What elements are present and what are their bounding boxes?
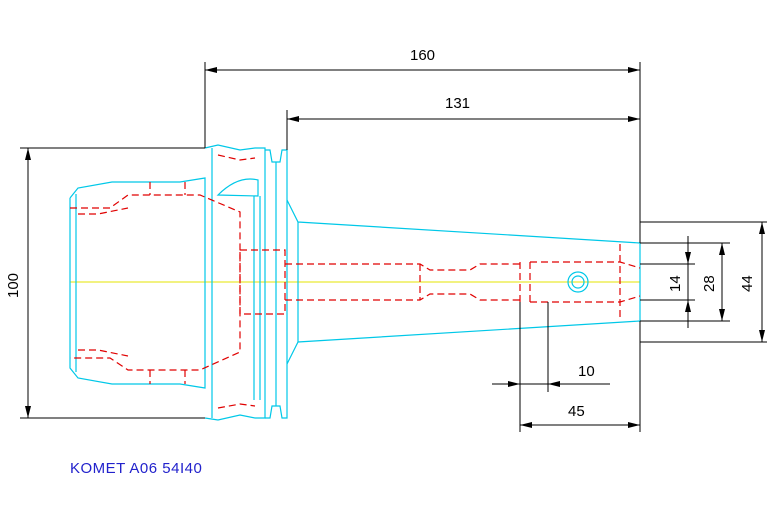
dim-44-label: 44 [739,275,756,292]
tool-holder-outline [69,144,641,421]
dim-45-label: 45 [568,403,585,420]
dim-131-label: 131 [445,95,470,112]
dim-28-label: 28 [701,275,718,292]
dim-160-label: 160 [410,47,435,64]
dim-10-label: 10 [578,363,595,380]
dimension-lines [20,62,767,432]
dim-14-label: 14 [667,275,684,292]
dim-100-label: 100 [5,273,22,298]
hidden-lines [70,154,641,409]
part-caption: KOMET A06 54I40 [70,460,203,477]
